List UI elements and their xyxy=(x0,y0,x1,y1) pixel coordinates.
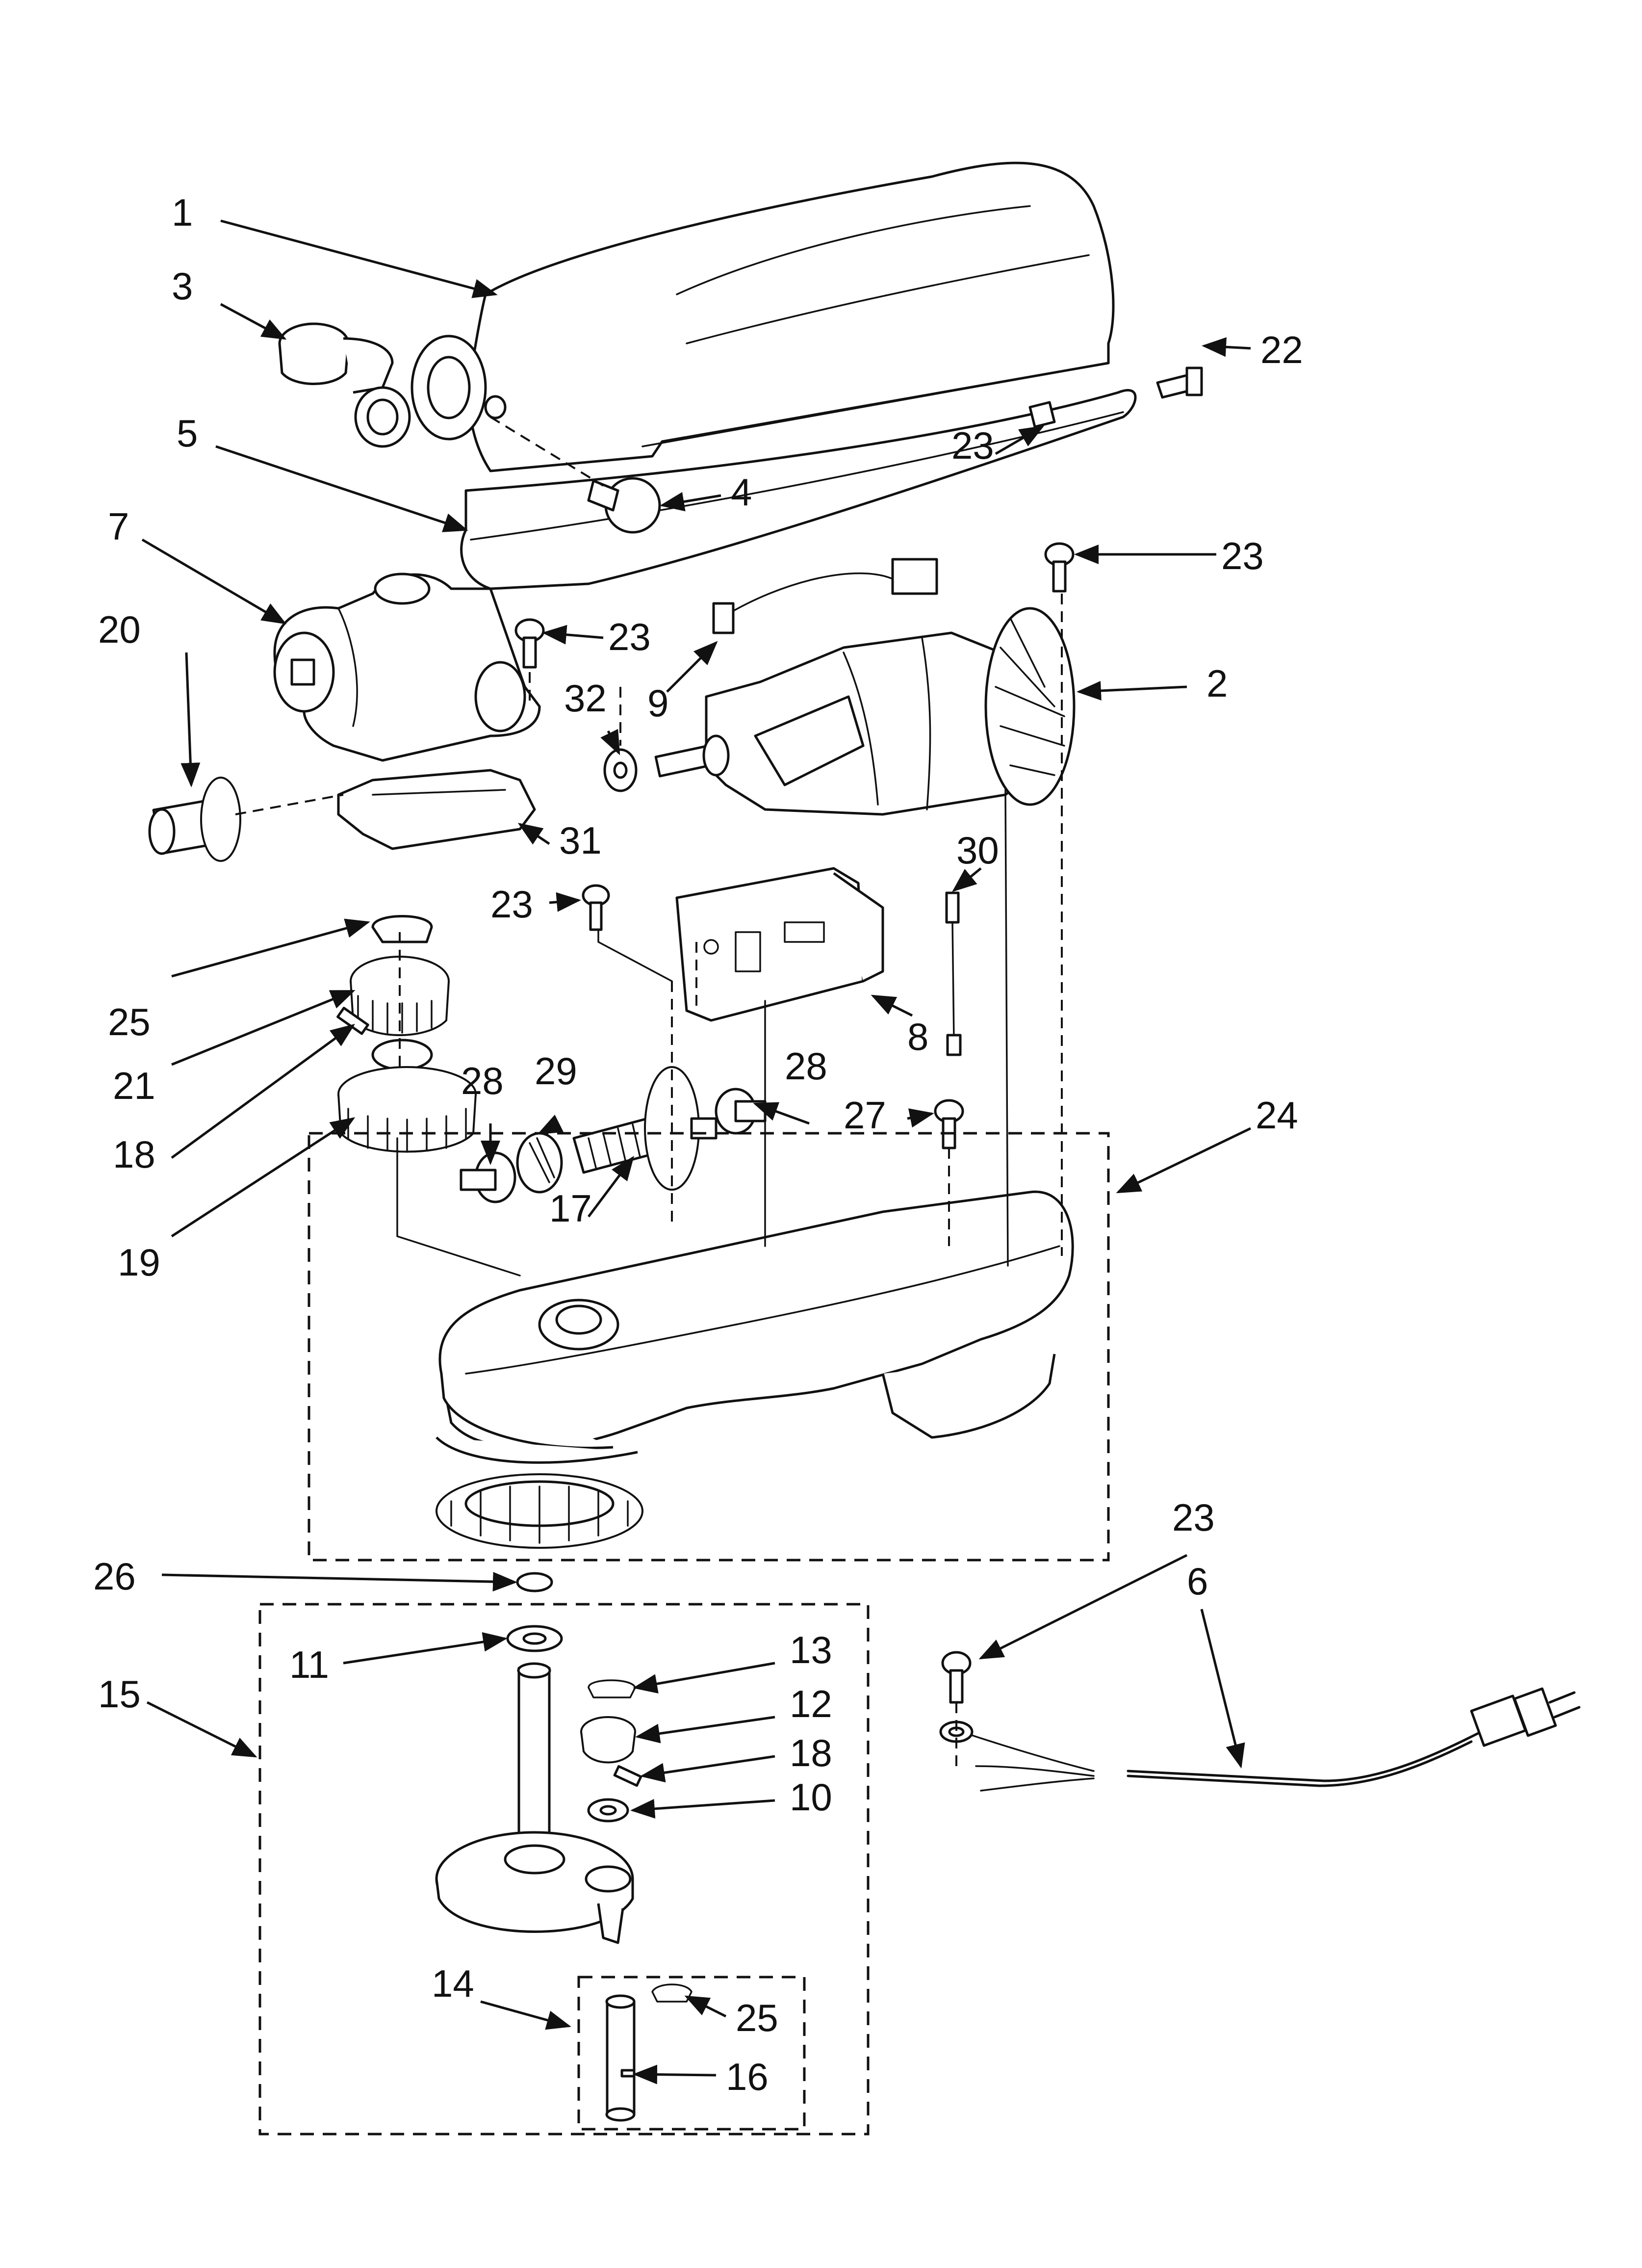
callout-27: 27 xyxy=(844,1094,886,1137)
callout-25-upper: 25 xyxy=(108,1000,151,1043)
callout-29: 29 xyxy=(535,1049,577,1093)
gear-case xyxy=(436,1190,1074,1549)
callout-7: 7 xyxy=(108,505,129,548)
screw-23-motor xyxy=(1044,542,1075,593)
callout-1: 1 xyxy=(172,191,193,234)
power-cord xyxy=(939,1687,1581,1792)
callout-9: 9 xyxy=(647,681,668,725)
callout-8: 8 xyxy=(907,1015,928,1058)
wire-harness xyxy=(712,558,938,634)
callout-23-cord: 23 xyxy=(1172,1496,1215,1539)
callout-26: 26 xyxy=(93,1555,136,1598)
callout-24: 24 xyxy=(1256,1094,1298,1137)
gear-stack xyxy=(336,915,477,1153)
callout-23-motor: 23 xyxy=(1221,534,1264,577)
hub-cover xyxy=(278,322,411,448)
callout-15: 15 xyxy=(98,1672,141,1716)
planetary-assembly-boundary xyxy=(258,1603,870,2136)
callout-6: 6 xyxy=(1187,1560,1208,1603)
callout-25-lower: 25 xyxy=(736,1996,778,2039)
attachment-knob xyxy=(587,477,661,534)
assembly-lines xyxy=(235,416,1063,1766)
gear-shaft xyxy=(148,777,241,862)
callout-2: 2 xyxy=(1206,662,1228,705)
callout-10: 10 xyxy=(790,1775,832,1819)
callout-22: 22 xyxy=(1260,328,1303,371)
motor xyxy=(654,607,1076,816)
callout-16: 16 xyxy=(726,2055,769,2098)
callout-4: 4 xyxy=(731,470,752,514)
callout-5: 5 xyxy=(177,412,198,455)
gasket xyxy=(337,769,536,850)
callout-20: 20 xyxy=(98,608,141,651)
callout-18-upper: 18 xyxy=(113,1133,155,1176)
planetary-assembly xyxy=(435,1625,642,1944)
screw-23-board xyxy=(582,884,610,931)
gear-housing xyxy=(273,573,541,762)
callout-23-head: 23 xyxy=(951,424,994,467)
callout-13: 13 xyxy=(790,1628,832,1671)
callout-23-housing: 23 xyxy=(608,615,651,658)
callout-21: 21 xyxy=(113,1064,155,1107)
washer-32 xyxy=(603,748,638,792)
screw-23-cord xyxy=(941,1651,972,1704)
callout-14: 14 xyxy=(432,1962,474,2005)
callout-30: 30 xyxy=(956,829,999,872)
callout-18-lower: 18 xyxy=(790,1731,832,1774)
beater-shaft-boundary xyxy=(577,1976,806,2131)
beater-shaft xyxy=(605,1983,693,2122)
callout-19: 19 xyxy=(118,1241,160,1284)
callout-11: 11 xyxy=(289,1643,329,1686)
callout-3: 3 xyxy=(172,264,193,308)
callout-labels: 1 3 5 4 22 23 23 7 20 23 9 2 32 31 23 30… xyxy=(93,191,1303,2098)
speed-sensor xyxy=(945,891,962,1056)
callout-12: 12 xyxy=(790,1682,832,1725)
callout-31: 31 xyxy=(559,819,602,862)
callout-28-right: 28 xyxy=(785,1044,827,1088)
motor-housing xyxy=(410,161,1115,472)
control-board xyxy=(675,867,884,1022)
leader-arrows xyxy=(141,219,1252,2085)
callout-32: 32 xyxy=(564,677,607,720)
screw-27 xyxy=(934,1099,964,1149)
callout-28-left: 28 xyxy=(461,1059,504,1102)
gear-case-boundary xyxy=(308,1132,1110,1562)
screw-22 xyxy=(1156,366,1203,399)
callout-23-board: 23 xyxy=(490,883,533,926)
washer-26 xyxy=(516,1572,553,1592)
screw-23-housing xyxy=(514,618,545,669)
callout-17: 17 xyxy=(549,1187,592,1230)
screw-23-head xyxy=(1028,401,1056,428)
